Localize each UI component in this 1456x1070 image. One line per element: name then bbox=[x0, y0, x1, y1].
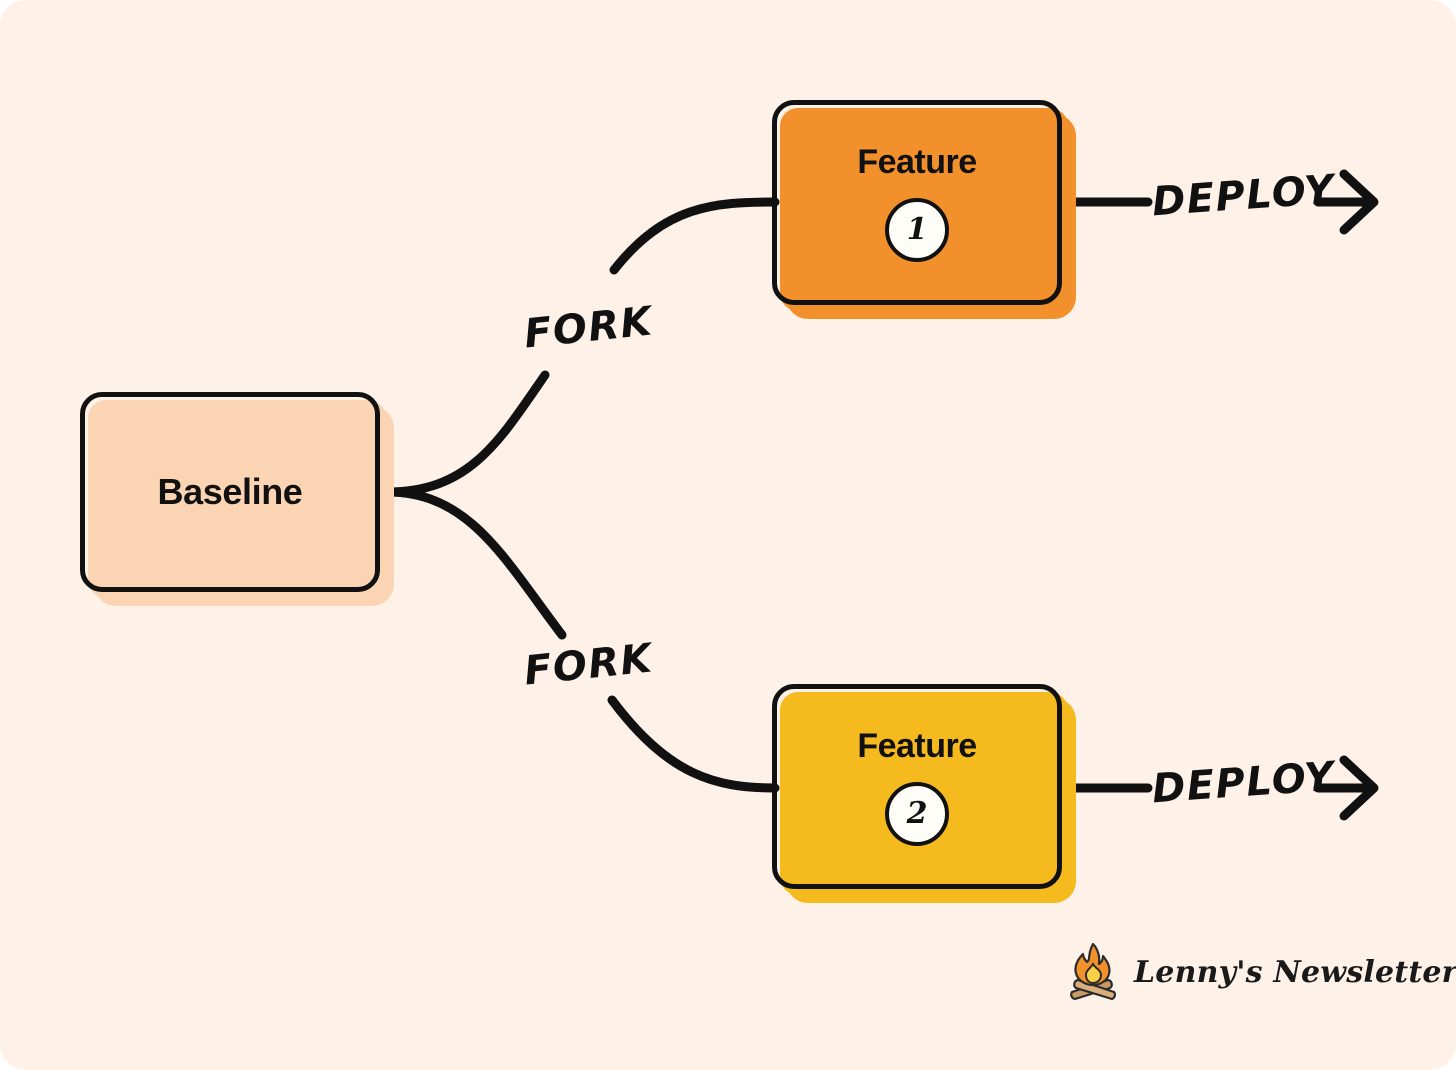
node-feature-1[interactable]: Feature 1 bbox=[772, 100, 1076, 319]
fork-2-curve-upper bbox=[383, 487, 567, 640]
node-feature-2-badge: 2 bbox=[885, 782, 949, 846]
node-baseline-label: Baseline bbox=[157, 471, 303, 512]
node-feature-1-badge: 1 bbox=[885, 198, 949, 262]
node-baseline[interactable]: Baseline bbox=[80, 392, 394, 606]
node-baseline-fill bbox=[88, 400, 386, 598]
brand-wordmark: Lenny's Newsletter bbox=[1134, 954, 1456, 990]
deploy-1-arrow-head bbox=[1339, 169, 1379, 235]
fork-2-curve-lower bbox=[607, 695, 780, 793]
node-baseline-outline: Baseline bbox=[80, 392, 380, 592]
campfire-icon bbox=[1070, 942, 1117, 1001]
node-feature-2[interactable]: Feature 2 bbox=[772, 684, 1076, 903]
brand-logo[interactable]: Lenny's Newsletter bbox=[1062, 940, 1456, 1004]
deploy-2-arrow-head bbox=[1339, 755, 1379, 821]
node-feature-1-outline: Feature 1 bbox=[772, 100, 1062, 305]
fork-1-curve-lower bbox=[383, 370, 550, 497]
node-feature-1-label: Feature bbox=[857, 143, 977, 181]
node-feature-2-outline: Feature 2 bbox=[772, 684, 1062, 889]
node-feature-2-label: Feature bbox=[857, 727, 977, 765]
fork-1-curve-upper bbox=[609, 197, 780, 275]
